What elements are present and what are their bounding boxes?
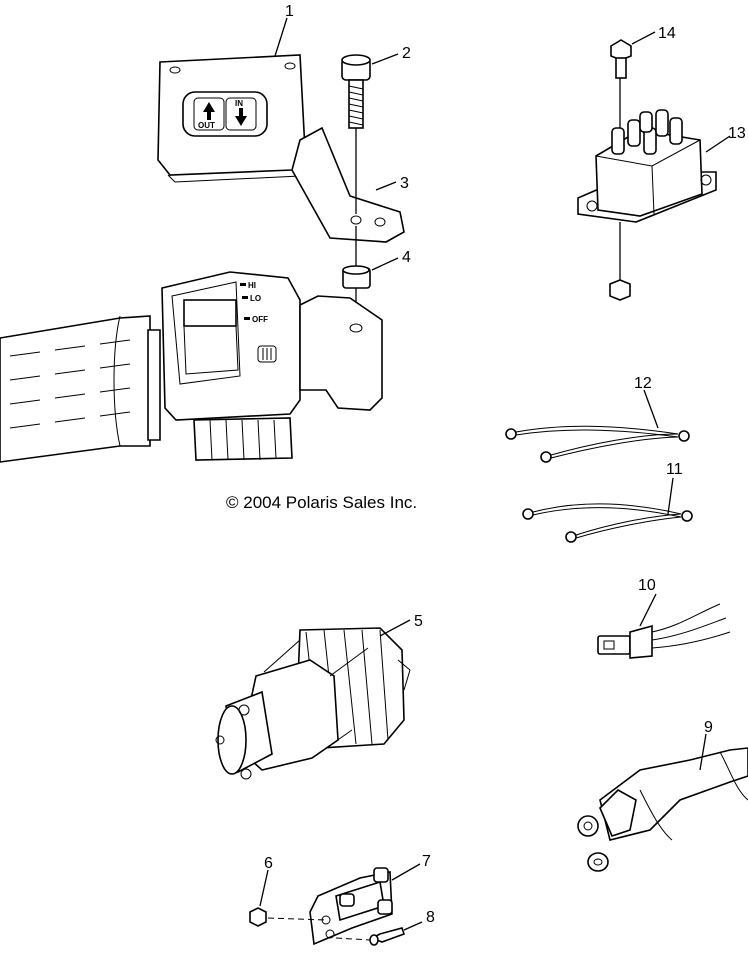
screw [341, 54, 371, 268]
callout-3: 3 [400, 175, 409, 192]
callout-7: 7 [422, 853, 431, 870]
switch-out-label: OUT [198, 121, 215, 130]
connector [597, 603, 731, 659]
callout-2: 2 [402, 45, 411, 62]
light-switch-housing: HI LO OFF [161, 271, 301, 461]
contactor [577, 78, 717, 280]
switch-lo-label: LO [250, 294, 261, 303]
copyright-text: © 2004 Polaris Sales Inc. [226, 493, 417, 512]
switch-off-label: OFF [252, 315, 268, 324]
switch-in-label: IN [235, 99, 243, 108]
contactor-nut [609, 279, 631, 301]
callout-8: 8 [426, 909, 435, 926]
mount-nut [249, 907, 327, 927]
battery-cable-end [577, 747, 748, 872]
callout-6: 6 [264, 855, 273, 872]
callout-1: 1 [285, 3, 294, 20]
callout-11: 11 [666, 461, 683, 478]
leader-lines [259, 17, 731, 931]
switch-hi-label: HI [248, 281, 256, 290]
callout-13: 13 [728, 125, 746, 142]
callout-10: 10 [638, 577, 656, 594]
winch-motor [215, 627, 411, 780]
contactor-bolt [610, 39, 632, 79]
wire-harness-11 [522, 503, 693, 543]
spacer [342, 265, 371, 322]
handlebar-grip [0, 315, 161, 463]
winch-switch-housing: OUT IN [157, 54, 311, 183]
callout-9: 9 [704, 719, 713, 736]
winch-mount-plate [309, 867, 393, 946]
callout-14: 14 [658, 25, 676, 42]
callout-5: 5 [414, 613, 423, 630]
mount-screw [335, 927, 406, 946]
callout-numbers: 1 2 3 4 5 6 7 8 9 10 11 12 13 14 [264, 3, 746, 926]
wire-harness-12 [505, 425, 690, 463]
callout-4: 4 [402, 249, 411, 266]
mounting-bracket [291, 126, 405, 243]
callout-12: 12 [634, 375, 652, 392]
clamp-mount [299, 295, 383, 411]
